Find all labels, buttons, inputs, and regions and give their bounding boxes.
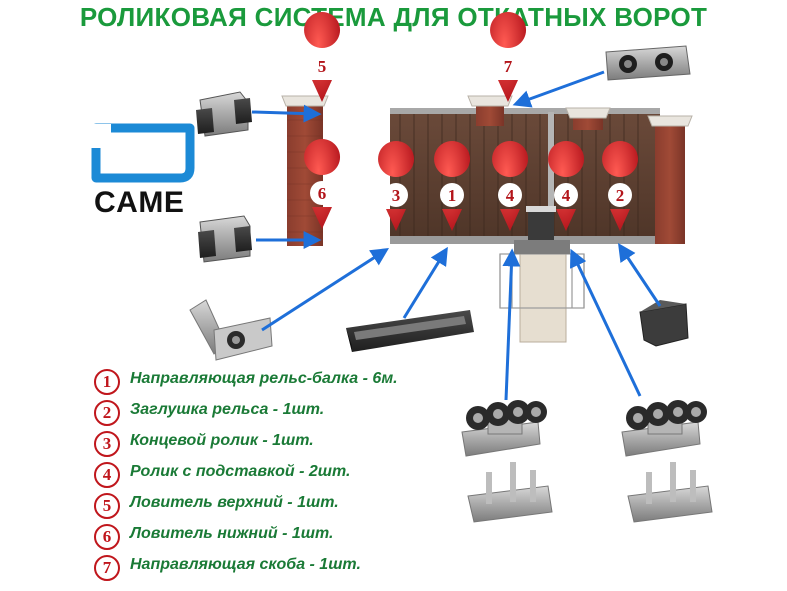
legend-text: Заглушка рельса - 1шт. [130,401,325,418]
guide-bracket-part [605,45,691,81]
legend-text: Концевой ролик - 1шт. [130,432,314,449]
arrow-guide-bracket [512,70,605,108]
arrow-end-roller [261,248,390,332]
callout-pin-4-right-label: 4 [562,186,571,205]
lower-catcher-part [198,215,252,263]
arrow-roller-left [502,248,521,401]
callout-pin-1: 1 [434,141,471,232]
callout-pin-6: 6 [304,139,341,230]
pointer-arrows [251,70,662,401]
callout-pin-7: 7 [490,12,527,103]
callout-pin-5-label: 5 [318,57,327,76]
callout-pin-4-left-label: 4 [506,186,515,205]
came-logo [91,123,195,183]
brand-name: CAME [94,186,185,219]
legend-text: Направляющая скоба - 1шт. [130,556,361,573]
legend-number: 2 [94,400,120,426]
rail-cap-part [639,300,689,347]
legend-number: 1 [94,369,120,395]
callout-pin-2-label: 2 [616,186,625,205]
upper-catcher-part [196,91,252,137]
right-pillar [565,107,693,244]
callout-pin-7-label: 7 [504,57,513,76]
callout-pin-2: 2 [602,141,639,232]
diagram-title: РОЛИКОВАЯ СИСТЕМА ДЛЯ ОТКАТНЫХ ВОРОТ [79,2,708,32]
middle-pillar [467,95,513,126]
left-pillar [281,95,329,246]
callout-pin-6-label: 6 [318,184,327,203]
legend-text: Ролик с подставкой - 2шт. [130,463,351,480]
legend-number: 6 [94,524,120,550]
legend-text: Направляющая рельс-балка - 6м. [130,370,398,387]
callout-pin-3: 3 [378,141,415,232]
arrow-rail-cap [618,243,662,307]
arrow-guide-rail [402,246,448,319]
callout-pin-5: 5 [304,12,341,103]
end-roller-part [189,299,273,361]
arrow-roller-right [570,248,642,397]
guide-rail-part [346,310,474,352]
callout-pin-4-right: 4 [548,141,585,232]
callout-pins: 5 7 6 3 1 4 4 [304,12,639,232]
legend-number: 5 [94,493,120,519]
legend-number: 3 [94,431,120,457]
roller-carriage-right [621,400,713,523]
legend-text: Ловитель нижний - 1шт. [130,525,334,542]
callout-pin-1-label: 1 [448,186,457,205]
callout-pin-4-left: 4 [492,141,529,232]
legend-text: Ловитель верхний - 1шт. [130,494,339,511]
arrow-upper-catcher [251,104,322,123]
legend-number: 7 [94,555,120,581]
roller-carriage-left [461,400,553,523]
callout-pin-3-label: 3 [392,186,401,205]
legend-number: 4 [94,462,120,488]
